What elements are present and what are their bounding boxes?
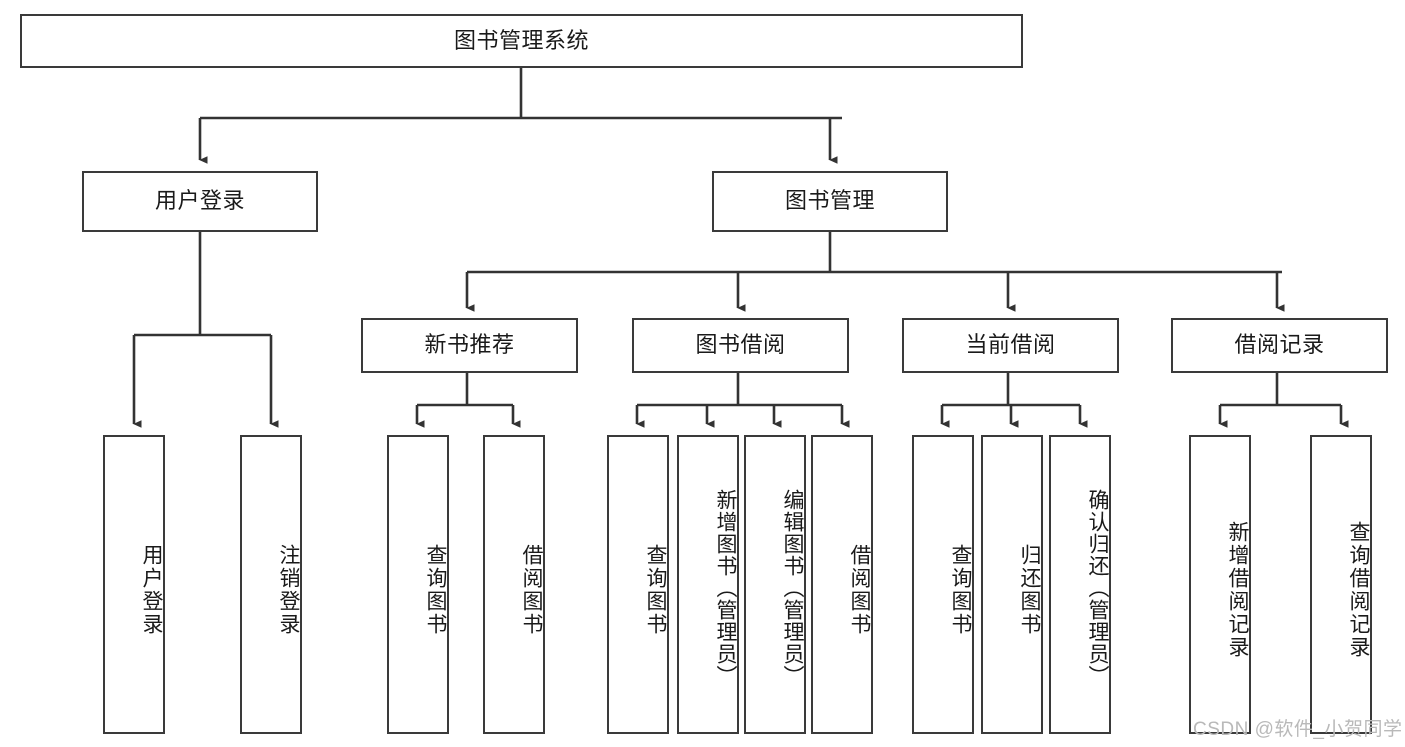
node-leaf-query-book-recommend-label: 查询图书 <box>424 543 447 636</box>
node-leaf-add-borrow-record-label: 新增借阅记录 <box>1226 520 1249 659</box>
node-borrow-record[interactable]: 借阅记录 <box>1171 318 1388 373</box>
node-leaf-query-book-recommend[interactable]: 查询图书 <box>387 435 449 734</box>
node-leaf-user-login[interactable]: 用户登录 <box>103 435 165 734</box>
node-leaf-query-borrow-record[interactable]: 查询借阅记录 <box>1310 435 1372 734</box>
node-leaf-add-book[interactable]: 新增图书（管理员） <box>677 435 739 734</box>
node-leaf-query-book-borrow-label: 查询图书 <box>644 543 667 636</box>
node-leaf-query-book-current-label: 查询图书 <box>949 543 972 636</box>
node-leaf-query-borrow-record-label: 查询借阅记录 <box>1347 520 1370 659</box>
node-current-borrow-label: 当前借阅 <box>965 332 1056 358</box>
node-new-book-recommend[interactable]: 新书推荐 <box>361 318 578 373</box>
node-leaf-logout[interactable]: 注销登录 <box>240 435 302 734</box>
node-root-label: 图书管理系统 <box>453 27 589 53</box>
node-book-management-label: 图书管理 <box>784 188 875 214</box>
node-user-login[interactable]: 用户登录 <box>82 171 318 232</box>
node-leaf-add-borrow-record[interactable]: 新增借阅记录 <box>1189 435 1251 734</box>
node-leaf-borrow-book-recommend[interactable]: 借阅图书 <box>483 435 545 734</box>
node-leaf-query-book-current[interactable]: 查询图书 <box>912 435 974 734</box>
node-current-borrow[interactable]: 当前借阅 <box>902 318 1119 373</box>
node-leaf-edit-book-label: 编辑图书（管理员） <box>781 488 804 687</box>
node-user-login-label: 用户登录 <box>154 188 245 214</box>
node-leaf-return-book-label: 归还图书 <box>1018 543 1041 636</box>
node-leaf-return-book[interactable]: 归还图书 <box>981 435 1043 734</box>
node-root[interactable]: 图书管理系统 <box>20 14 1023 68</box>
node-leaf-add-book-label: 新增图书（管理员） <box>714 488 737 687</box>
node-leaf-borrow-book-recommend-label: 借阅图书 <box>520 543 543 636</box>
node-book-borrow-label: 图书借阅 <box>695 332 786 358</box>
node-book-management[interactable]: 图书管理 <box>712 171 948 232</box>
node-new-book-recommend-label: 新书推荐 <box>424 332 515 358</box>
node-leaf-confirm-return[interactable]: 确认归还（管理员） <box>1049 435 1111 734</box>
node-leaf-edit-book[interactable]: 编辑图书（管理员） <box>744 435 806 734</box>
node-leaf-confirm-return-label: 确认归还（管理员） <box>1086 488 1109 687</box>
node-leaf-borrow-book-label: 借阅图书 <box>848 543 871 636</box>
csdn-watermark: CSDN @软件_小贺同学 <box>1193 719 1403 740</box>
node-leaf-borrow-book[interactable]: 借阅图书 <box>811 435 873 734</box>
node-leaf-logout-label: 注销登录 <box>277 543 300 636</box>
node-leaf-query-book-borrow[interactable]: 查询图书 <box>607 435 669 734</box>
node-borrow-record-label: 借阅记录 <box>1234 332 1325 358</box>
node-book-borrow[interactable]: 图书借阅 <box>632 318 849 373</box>
node-leaf-user-login-label: 用户登录 <box>140 543 163 636</box>
